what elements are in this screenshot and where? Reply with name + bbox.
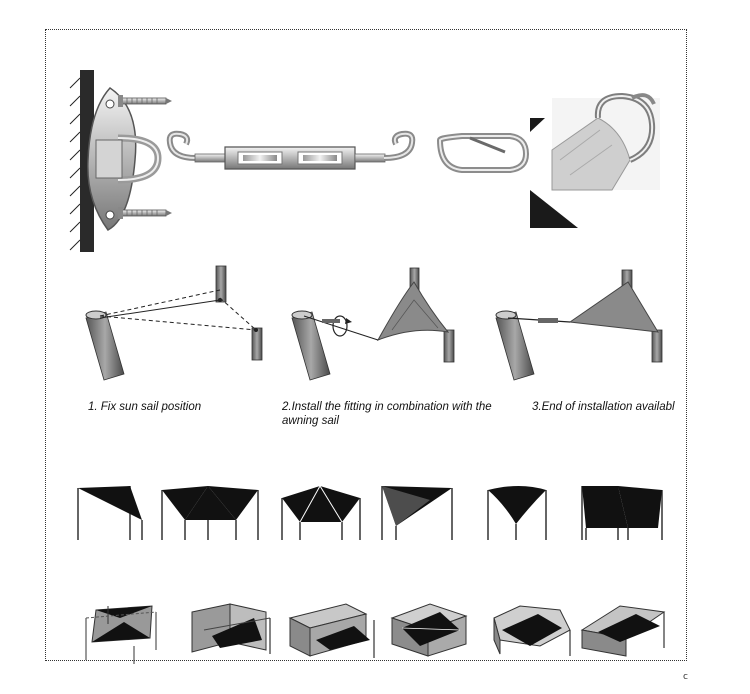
screw-icon [118,207,172,219]
config-9 [288,603,375,658]
config-4 [381,486,453,540]
step-1-illustration [85,265,263,381]
pad-eye-icon [87,87,162,231]
sail [376,281,450,341]
pole [215,265,227,303]
corner-triangle-top [530,118,545,132]
diagram-frame [45,29,687,661]
corner-mark: c [683,672,688,682]
wall [80,70,94,252]
config-10 [390,603,468,657]
step-3-caption: 3.End of installation availabl [532,401,675,413]
wall-hatching [69,77,81,251]
pole [251,327,263,361]
d-ring-icon [594,92,656,163]
step-2-illustration [291,267,455,381]
sail [300,486,342,522]
rope [303,315,379,341]
rope [99,299,221,319]
config-7 [85,605,157,664]
config-5 [487,486,547,540]
sail [582,486,628,528]
pole [443,329,455,363]
pole [651,329,663,363]
sail [282,486,320,522]
step-2-caption: 2.Install the fitting in combination wit… [282,401,492,427]
sail [162,486,208,520]
wall-mount [69,70,172,252]
pole [85,310,125,381]
step-1-caption: 1. Fix sun sail position [88,401,202,413]
turnbuckle-icon [166,130,416,170]
sail-outline [99,289,257,331]
corner-triangle-bottom [530,190,578,228]
config-2 [161,486,259,540]
sail [568,281,659,333]
sail [320,486,360,522]
rotate-arrow-icon [332,315,348,337]
sail [208,486,258,520]
config-12 [580,605,666,657]
config-3 [281,485,361,540]
sail [185,486,236,520]
carabiner-icon [436,133,530,173]
sail [488,486,546,524]
config-6 [581,486,663,540]
pole [495,310,535,381]
sail [618,486,662,528]
sail-corner [530,92,660,228]
config-11 [493,605,571,656]
config-8 [191,603,271,654]
config-1 [77,486,143,540]
step-3-illustration [495,269,663,381]
sail [78,486,142,520]
screw-icon [118,95,172,107]
